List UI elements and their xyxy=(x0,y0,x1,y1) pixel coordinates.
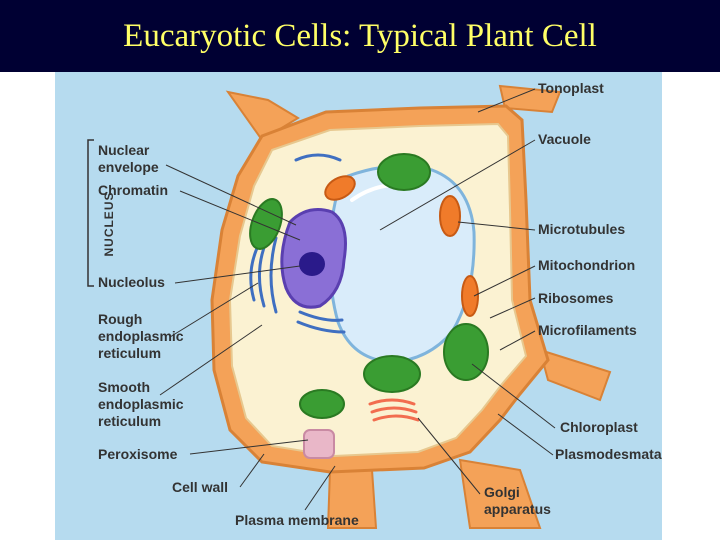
label-nuclear-envelope: Nuclear envelope xyxy=(98,142,159,175)
label-peroxisome: Peroxisome xyxy=(98,446,178,462)
label-golgi-apparatus: Golgi apparatus xyxy=(484,484,551,517)
peroxisome xyxy=(303,429,335,459)
slide-title: Eucaryotic Cells: Typical Plant Cell xyxy=(123,18,597,54)
label-microtubules: Microtubules xyxy=(538,221,626,237)
label-chromatin: Chromatin xyxy=(98,182,168,198)
label-vacuole: Vacuole xyxy=(538,131,591,147)
label-chloroplast: Chloroplast xyxy=(560,419,638,435)
label-mitochondrion: Mitochondrion xyxy=(538,257,636,273)
leader-lines xyxy=(159,88,556,511)
nucleus-bracket xyxy=(87,139,94,287)
label-rough-er: Rough endoplasmic reticulum xyxy=(98,311,184,361)
label-cell-wall: Cell wall xyxy=(172,479,229,495)
title-bar xyxy=(0,0,720,72)
chloroplasts xyxy=(249,153,489,419)
label-ribosomes: Ribosomes xyxy=(538,290,614,306)
label-plasmodesmata: Plasmodesmata xyxy=(555,446,662,462)
label-plasma-membrane: Plasma membrane xyxy=(235,512,359,528)
nucleus-group-label: NUCLEUS xyxy=(102,191,116,257)
label-smooth-er: Smooth endoplasmic reticulum xyxy=(98,379,184,429)
label-nucleolus: Nucleolus xyxy=(98,274,165,290)
label-tonoplast: Tonoplast xyxy=(538,80,604,96)
nucleolus xyxy=(299,252,325,276)
label-microfilaments: Microfilaments xyxy=(538,322,637,338)
mitochondria xyxy=(324,175,479,317)
golgi-apparatus xyxy=(368,398,420,422)
